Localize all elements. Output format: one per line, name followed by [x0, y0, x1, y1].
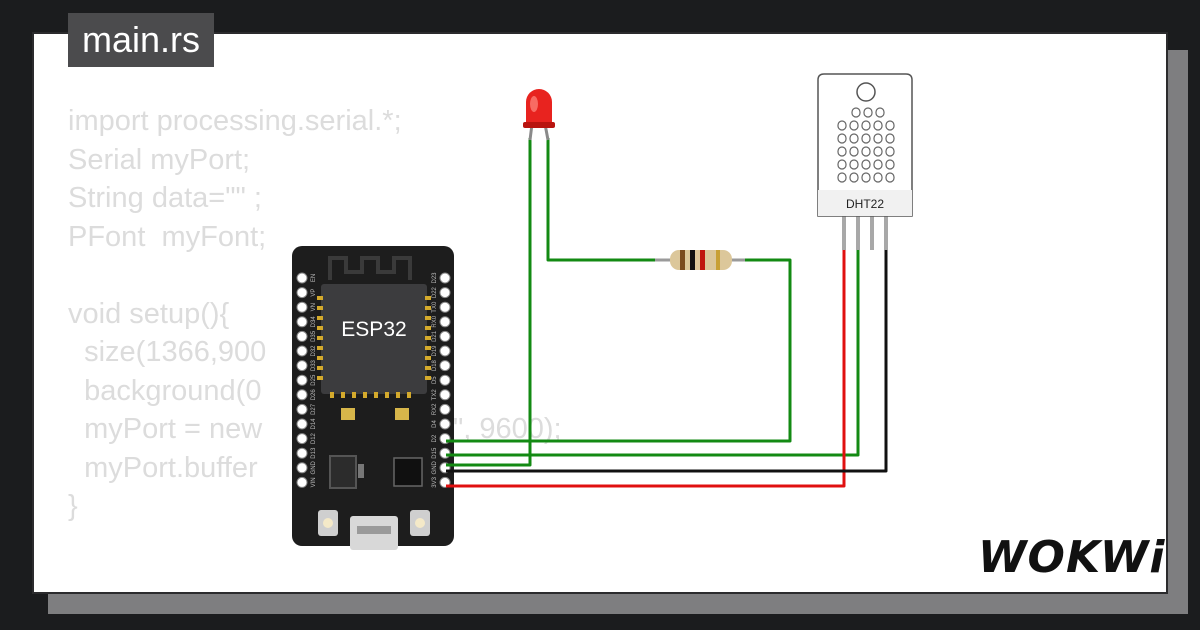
pin-left[interactable] [296, 447, 308, 459]
pin-label: D22 [432, 286, 438, 298]
pin-right[interactable] [439, 447, 451, 459]
code-preview: import processing.serial.*; Serial myPort… [68, 102, 562, 526]
pin-label: D33 [311, 359, 317, 371]
pin-label: D12 [311, 432, 317, 444]
esp32-module [321, 284, 427, 394]
code-line: PFont myFont; [68, 220, 267, 253]
pin-left[interactable] [296, 374, 308, 386]
pin-label: D21 [432, 330, 438, 342]
pin-label: GND [311, 460, 317, 474]
code-line: } [68, 490, 78, 522]
pin-label: D2 [432, 434, 438, 442]
pin-right[interactable] [439, 389, 451, 401]
wire-dht-vcc [446, 246, 846, 488]
resistor[interactable] [655, 250, 745, 270]
pin-label: GND [432, 460, 438, 474]
wires [446, 138, 888, 488]
pin-right[interactable] [439, 403, 451, 415]
sensor-label: DHT22 [846, 197, 884, 211]
code-line: background(0 [68, 374, 262, 407]
pin-right[interactable] [439, 345, 451, 357]
pin-left[interactable] [296, 403, 308, 415]
pin-right[interactable] [439, 316, 451, 328]
pin-label: D27 [311, 403, 317, 415]
pin-left[interactable] [296, 272, 308, 284]
pin-label: D14 [311, 418, 317, 430]
pin-left[interactable] [296, 330, 308, 342]
pin-right[interactable] [439, 272, 451, 284]
pin-label: D19 [432, 345, 438, 357]
pin-left[interactable] [296, 316, 308, 328]
pin-label: D34 [311, 316, 317, 328]
pin-left[interactable] [296, 462, 308, 474]
wokwi-logo: WOKWi [978, 532, 1166, 583]
pin-left[interactable] [296, 287, 308, 299]
pin-label: RX2 [432, 403, 438, 415]
wire-resistor [446, 258, 792, 443]
pin-label: D15 [432, 447, 438, 459]
pin-label: D13 [311, 447, 317, 459]
pin-left[interactable] [296, 418, 308, 430]
code-line: myPort.buffer [68, 451, 258, 484]
pin-label: EN [311, 274, 317, 282]
wire-led-anode [446, 138, 532, 467]
pin-right[interactable] [439, 360, 451, 372]
pin-left[interactable] [296, 389, 308, 401]
board-label: ESP32 [341, 318, 406, 341]
pin-label: RX0 [432, 315, 438, 327]
pin-right[interactable] [439, 287, 451, 299]
file-tab[interactable]: main.rs [68, 13, 215, 67]
pin-label: D26 [311, 389, 317, 401]
dht22-sensor[interactable]: DHT22 [817, 73, 913, 250]
pin-label: D35 [311, 330, 317, 342]
code-line: Serial myPort; [68, 143, 251, 176]
pin-label: D4 [432, 420, 438, 428]
project-card [32, 32, 1168, 594]
code-line: import processing.serial.*; [68, 105, 402, 137]
pin-label: VN [311, 303, 317, 311]
pin-label: VIN [311, 477, 317, 487]
pin-label: D23 [432, 272, 438, 284]
code-line: String data="" ; [68, 182, 262, 214]
pin-left[interactable] [296, 476, 308, 488]
pin-label: D18 [432, 359, 438, 371]
pin-right[interactable] [439, 374, 451, 386]
pin-label: D5 [432, 376, 438, 384]
pin-left[interactable] [296, 360, 308, 372]
pin-label: 3V3 [432, 476, 438, 487]
pin-label: TX2 [432, 389, 438, 401]
wire-dht-data [446, 246, 860, 457]
pin-label: D25 [311, 374, 317, 386]
pin-right[interactable] [439, 301, 451, 313]
code-line: void setup(){ [68, 297, 230, 330]
wire-led-cathode [546, 138, 660, 262]
pin-left[interactable] [296, 433, 308, 445]
pin-left[interactable] [296, 345, 308, 357]
pin-label: VP [311, 289, 317, 297]
wire-dht-gnd [446, 246, 888, 473]
pin-label: TX0 [432, 301, 438, 313]
pin-right[interactable] [439, 330, 451, 342]
pin-label: D32 [311, 345, 317, 357]
pin-right[interactable] [439, 418, 451, 430]
pin-left[interactable] [296, 301, 308, 313]
red-led[interactable] [523, 89, 555, 141]
code-line: size(1366,900 [68, 336, 267, 368]
